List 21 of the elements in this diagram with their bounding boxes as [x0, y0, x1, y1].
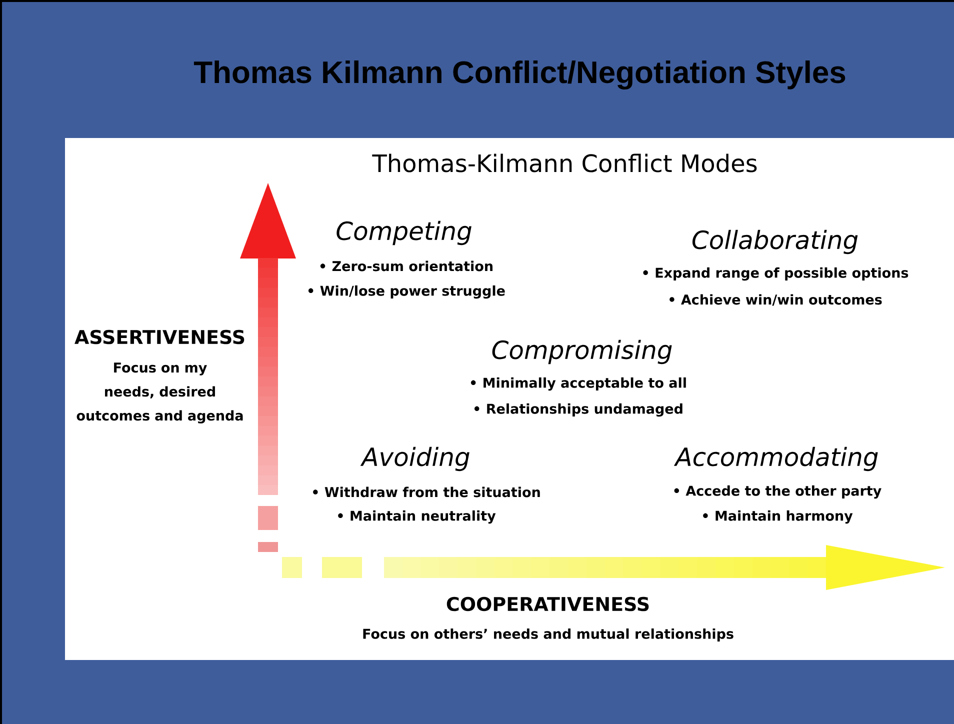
bullet-item: • Relationships undamaged — [474, 403, 682, 417]
bullet-item: • Win/lose power struggle — [308, 285, 505, 299]
bullet-item: • Minimally acceptable to all — [470, 377, 686, 391]
bullet-item: • Accede to the other party — [674, 485, 882, 499]
axis-description: Focus on my needs, desired outcomes and agenda — [76, 362, 243, 424]
axis-label: COOPERATIVENESS — [446, 596, 649, 612]
mode-title: Accommodating — [674, 446, 878, 472]
bullet-item: • Achieve win/win outcomes — [670, 294, 882, 306]
mode-title: Collaborating — [692, 230, 858, 254]
bullet-item: • Zero-sum orientation — [320, 260, 492, 272]
mode-title: Competing — [336, 220, 472, 246]
axis-label: ASSERTIVENESS — [74, 330, 244, 344]
bullet-item: • Maintain harmony — [703, 510, 853, 524]
mode-title: Avoiding — [360, 446, 470, 472]
bullet-item: • Withdraw from the situation — [313, 486, 540, 498]
bullet-item: • Maintain neutrality — [338, 510, 496, 524]
page-title: Thomas Kilmann Conflict/Negotiation Styles — [194, 60, 846, 90]
bullet-item: Focus on others’ needs and mutual relationships — [363, 628, 734, 642]
heading-text: Thomas-Kilmann Conflict Modes — [372, 154, 757, 172]
mode-title: Compromising — [492, 340, 672, 364]
bullet-item: • Expand range of possible options — [643, 267, 908, 281]
